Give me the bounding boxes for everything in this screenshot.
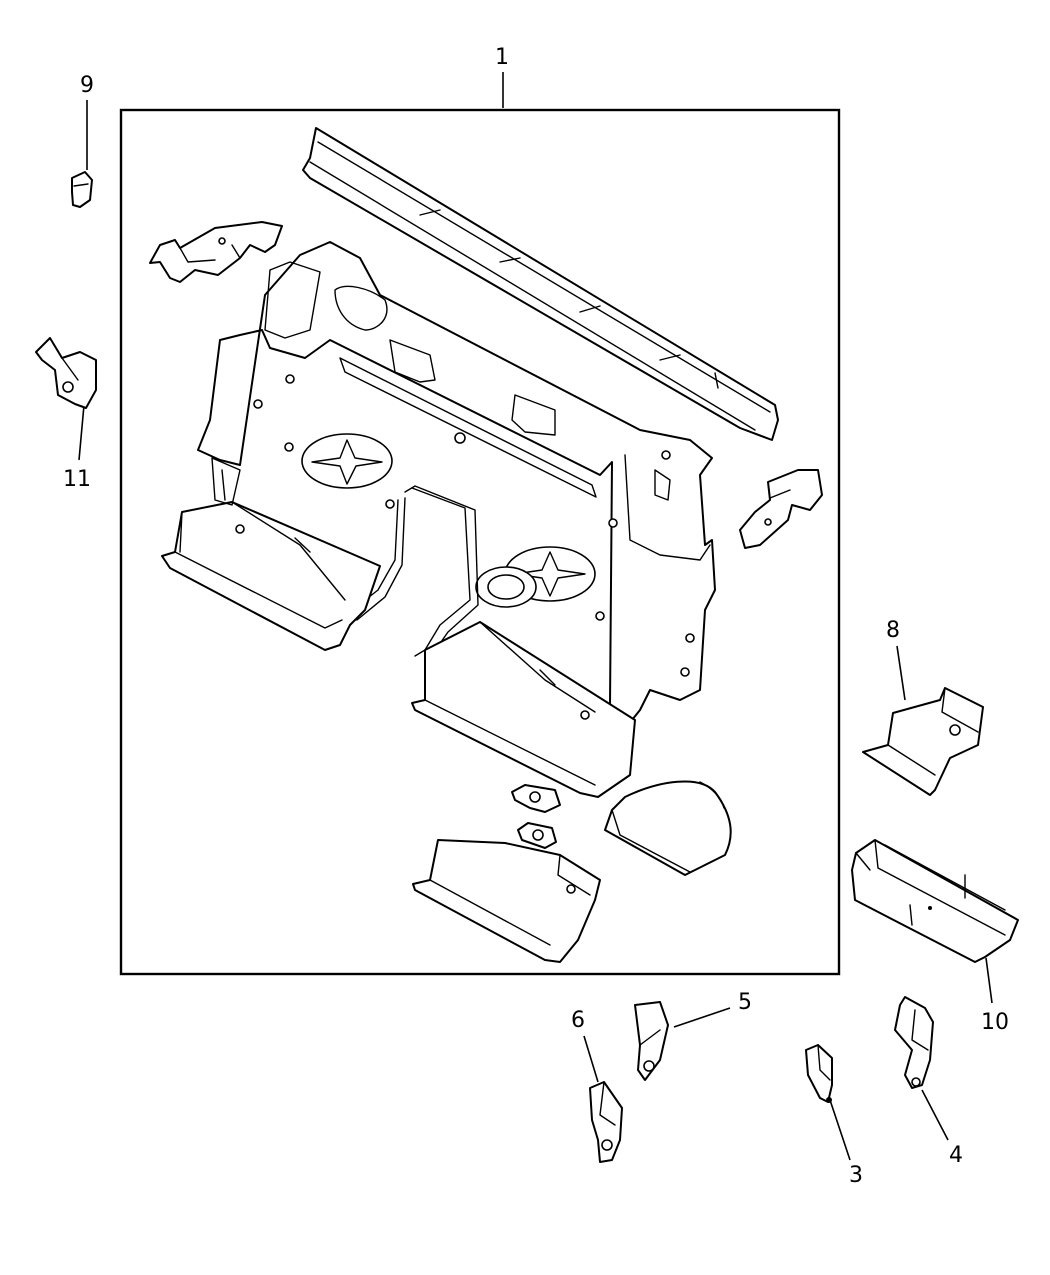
top-rail: [302, 127, 779, 441]
leader-4: [921, 1089, 949, 1141]
duct-piece: [604, 780, 732, 876]
right-upper-bracket: [739, 469, 823, 549]
leader-6: [583, 1035, 599, 1083]
callout-9: 9: [80, 73, 94, 98]
left-upper-bracket: [149, 221, 283, 283]
part-6: [589, 1081, 623, 1163]
right-crossmember: [411, 621, 636, 798]
leader-5: [673, 1007, 731, 1028]
leader-11: [78, 404, 85, 461]
part-8: [862, 687, 984, 796]
leader-8: [896, 645, 906, 701]
rear-panel: [197, 241, 716, 721]
callout-11: 11: [63, 467, 91, 492]
part-11: [35, 337, 97, 409]
nut-plate-lower: [517, 822, 557, 849]
part-1-assembly: [149, 127, 823, 963]
left-crossmember: [161, 457, 381, 651]
leader-3: [829, 1099, 851, 1161]
part-9: [71, 171, 93, 208]
callout-3: 3: [849, 1163, 863, 1188]
part-10: [851, 839, 1019, 963]
part-3: [805, 1044, 833, 1103]
part-5: [634, 1001, 669, 1081]
callout-8: 8: [886, 618, 900, 643]
nut-plate-upper: [511, 784, 561, 813]
callout-5: 5: [738, 990, 752, 1015]
callout-10: 10: [981, 1010, 1009, 1035]
callout-6: 6: [571, 1008, 585, 1033]
part-4: [894, 996, 934, 1089]
callout-1: 1: [495, 45, 509, 70]
assembly-frame: [119, 108, 841, 976]
callout-4: 4: [949, 1143, 963, 1168]
leader-10: [985, 957, 993, 1004]
lower-channel: [412, 839, 601, 963]
